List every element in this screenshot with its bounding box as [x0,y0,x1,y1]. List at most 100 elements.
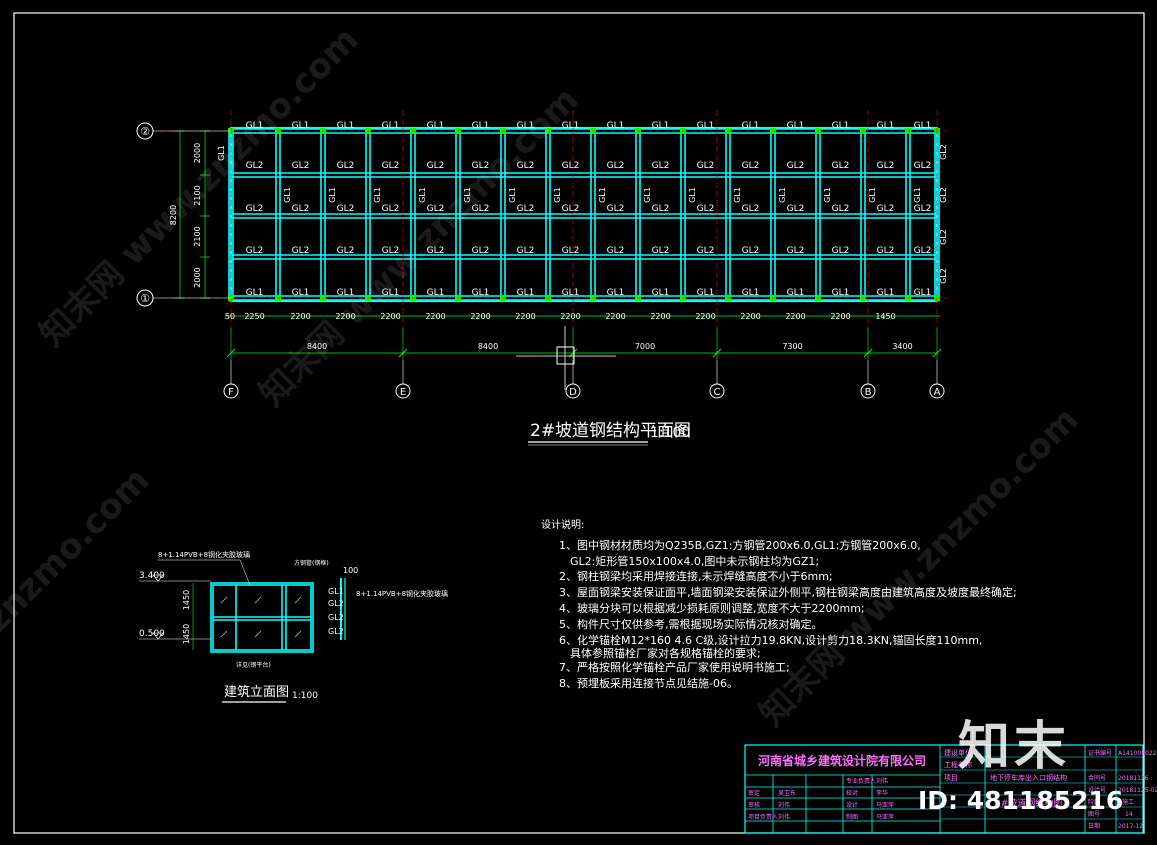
beam-label: GL2 [742,246,760,256]
beam-label: GL1 [778,187,787,203]
beam-label: GL1 [688,187,697,203]
dim-text: 2200 [740,312,760,321]
axis-label: B [865,387,872,398]
span-dim-text: 8400 [478,342,498,351]
beam-label: GL2 [292,204,310,214]
beam-label-right: GL2 [939,268,948,284]
beam-label: GL2 [562,161,580,171]
beam-label: GL2 [427,246,445,256]
beam-label: GL2 [562,204,580,214]
beam-label: GL1 [246,121,264,131]
beam-label: GL1 [246,288,264,298]
beam-label: GL2 [877,204,895,214]
beam-label: GL2 [292,246,310,256]
span-dim-text: 7000 [635,342,655,351]
note-item: 2、钢柱钢梁均采用焊接连接,未示焊缝高度不小于6mm; [559,569,833,583]
tb-label: 日期 [1088,822,1100,830]
beam-label: GL1 [832,288,850,298]
beam-label: GL2 [562,246,580,256]
axis-label: A [934,387,941,398]
beam-label: GL1 [292,288,310,298]
section-label: GL1 [328,587,344,596]
beam-label: GL2 [877,246,895,256]
beam-label: GL2 [652,161,670,171]
beam-label: GL2 [787,161,805,171]
elev-frame [210,582,314,653]
beam-label: GL2 [472,246,490,256]
beam-label: GL2 [517,161,535,171]
beam-label: GL1 [217,145,226,161]
note-item: 具体参照锚栓厂家对各规格锚栓的要求; [570,646,761,660]
beam-label: GL2 [742,161,760,171]
dim-text: 2100 [193,185,202,205]
glass-label-side: 8+1.14PVB+8钢化夹胶玻璃 [356,589,448,598]
beam-label: GL1 [337,288,355,298]
tb-role: 审核 [748,801,760,809]
tb-label: 阶段 [1088,798,1100,806]
elevation-drawing: 3.4000.500145014508+1.14PVB+8钢化夹胶玻璃方钢管(钢… [139,550,448,703]
beam-label: GL2 [427,161,445,171]
section-label: GL2 [328,627,344,636]
tb-value: A141008022 [1118,750,1157,757]
beam-label: GL1 [598,187,607,203]
level-text: 3.400 [139,571,165,581]
beam-label: GL1 [742,121,760,131]
plan-scale: 1:100 [650,425,690,441]
beam-label: GL2 [832,246,850,256]
beam-label: GL1 [697,121,715,131]
dim-text: 2200 [560,312,580,321]
beam-label: GL1 [472,121,490,131]
elevation-scale: 1:100 [292,691,318,701]
beam-label: GL1 [877,288,895,298]
tb-role: 制图 [846,813,858,821]
bottom-note: 详见(钢平台) [236,661,271,669]
note-item: 8、预埋板采用连接节点见结施-06。 [559,676,738,690]
tb-name: 马亚萍 [876,801,894,809]
beam-label: GL2 [742,204,760,214]
dim-text: 2250 [244,312,264,321]
tb-value: 施工 [1122,798,1134,806]
beam-label-right: GL2 [939,144,948,160]
beam-label: GL1 [472,288,490,298]
beam-label: GL2 [246,246,264,256]
beam-label: GL2 [382,161,400,171]
note-item: 6、化学锚栓M12*160 4.6 C级,设计拉力19.8KN,设计剪力18.3… [559,633,982,647]
beam-label: GL1 [553,187,562,203]
tb-role: 项目负责人 [748,813,778,821]
beam-label: GL2 [607,246,625,256]
beam-label: GL1 [652,121,670,131]
beam-label: GL2 [652,246,670,256]
center-marker [516,326,616,390]
beam-label: GL1 [877,121,895,131]
beam-label: GL2 [472,161,490,171]
span-dim-text: 8400 [307,342,327,351]
beam-label: GL2 [652,204,670,214]
axis-bubble [929,383,945,399]
axis-label: C [714,387,721,398]
beam-label: GL1 [643,187,652,203]
tb-label: 设计号 [1088,786,1106,794]
tb-label: 建设单位 [944,748,972,757]
beam-label: GL1 [914,288,932,298]
beam-label: GL2 [337,246,355,256]
tb-label: 证书编号 [1088,749,1112,757]
beam-label-right: GL2 [939,187,948,203]
note-item: 1、图中钢材材质均为Q235B,GZ1:方钢管200x6.0,GL1:方钢管20… [559,538,921,552]
tb-value: 2017-12 [1118,823,1143,830]
tb-label: 图号 [1088,811,1100,818]
beam-label: GL1 [382,121,400,131]
dim-text: 2100 [193,226,202,246]
beam-label: GL1 [517,121,535,131]
steel-plan-grid [160,110,950,330]
beam-label: GL2 [246,204,264,214]
axis-label: E [400,387,406,398]
axis-bubble [860,383,876,399]
brand-watermark: 知末 [958,717,1071,777]
beam-label-right: GL2 [939,229,948,245]
beam-label: GL2 [607,204,625,214]
axis-label: F [228,387,234,398]
beam-label: GL1 [463,187,472,203]
beam-label: GL1 [742,288,760,298]
dim-text: 2200 [425,312,445,321]
